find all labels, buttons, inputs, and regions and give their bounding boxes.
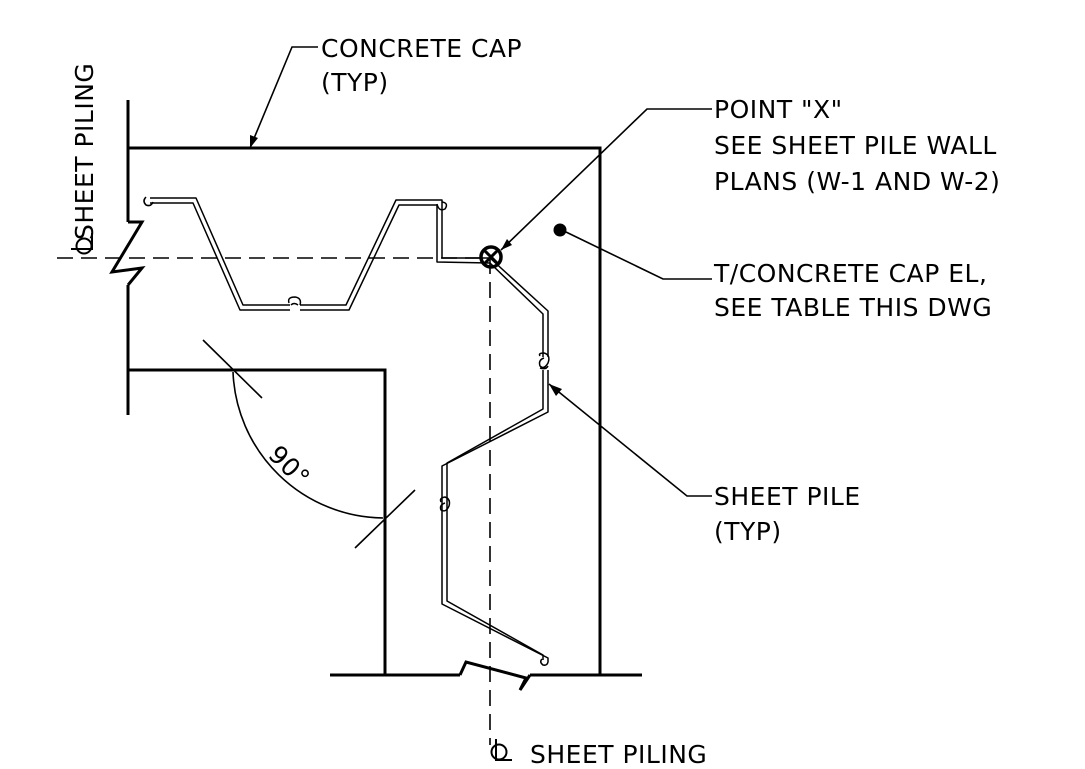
angle-label: 90° bbox=[263, 440, 316, 493]
point-x-note-line2: PLANS (W-1 AND W-2) bbox=[714, 167, 1000, 196]
sheet-pile-label: SHEET PILE bbox=[714, 482, 861, 511]
top-cap-elevation-dot bbox=[553, 223, 567, 237]
concrete-cap-leader bbox=[249, 46, 318, 149]
top-cap-el-label: T/CONCRETE CAP EL, bbox=[713, 259, 987, 288]
sheet-pile-horizontal bbox=[143, 196, 491, 311]
sheet-pile-leader bbox=[548, 383, 712, 497]
point-x-note-line1: SEE SHEET PILE WALL bbox=[714, 131, 997, 160]
concrete-cap-typ-label: (TYP) bbox=[321, 68, 389, 97]
sheet-pile-vertical bbox=[439, 257, 550, 666]
leader-lines bbox=[249, 46, 712, 497]
point-x-symbol bbox=[479, 245, 503, 269]
bottom-break-symbol bbox=[458, 660, 532, 691]
centerline-symbol-bottom bbox=[490, 739, 512, 761]
angle-dimension bbox=[202, 339, 416, 549]
left-break-symbol bbox=[109, 220, 146, 286]
centerline-left-label: SHEET PILING bbox=[70, 63, 99, 240]
point-x-label: POINT "X" bbox=[714, 95, 843, 124]
top-cap-el-note: SEE TABLE THIS DWG bbox=[714, 293, 992, 322]
centerline-bottom-label: SHEET PILING bbox=[530, 740, 707, 769]
annotation-text: CONCRETE CAP (TYP) POINT "X" SEE SHEET P… bbox=[70, 34, 1000, 769]
centerlines bbox=[57, 257, 491, 745]
concrete-cap-outline bbox=[109, 100, 642, 691]
sheet-pile-typ-label: (TYP) bbox=[714, 517, 782, 546]
top-cap-leader bbox=[565, 231, 712, 280]
centerline-symbol-left bbox=[71, 233, 93, 255]
point-x-leader bbox=[500, 108, 712, 251]
concrete-cap-label: CONCRETE CAP bbox=[321, 34, 522, 63]
